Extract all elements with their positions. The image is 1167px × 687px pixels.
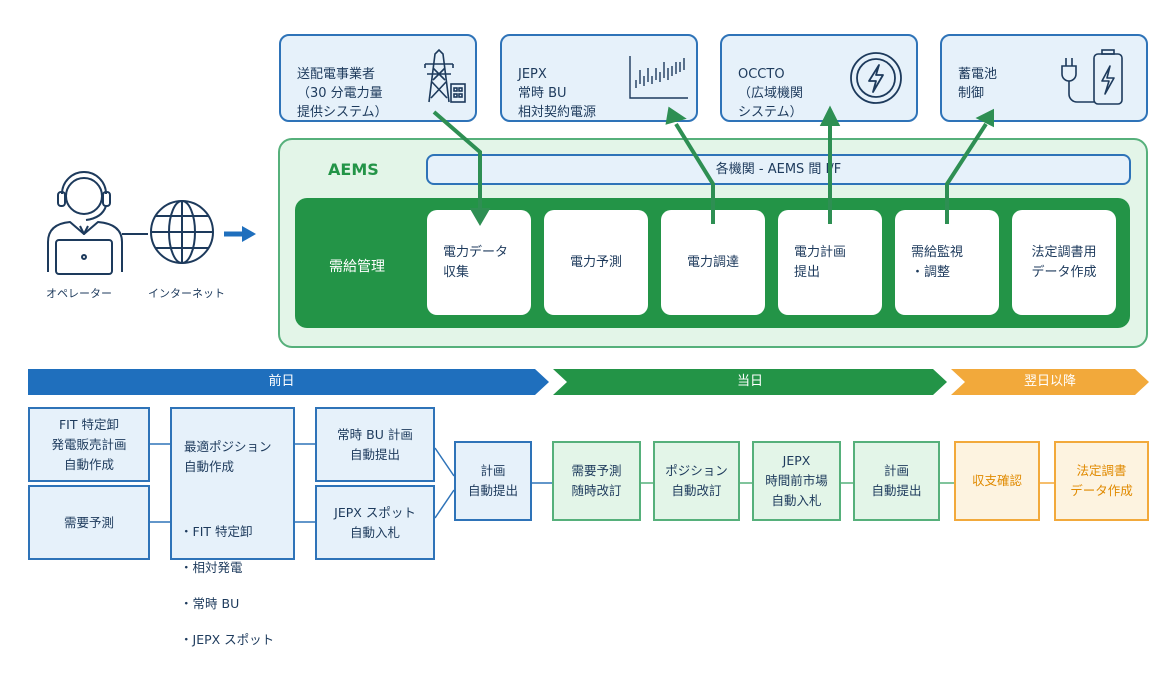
process-fit-plan: FIT 特定卸 発電販売計画 自動作成 [28, 407, 150, 482]
operator-icon [47, 171, 123, 275]
aems-title: AEMS [328, 160, 379, 179]
optimal-position-title: 最適ポジション 自動作成 [184, 439, 272, 474]
grid-operator-label: 送配電事業者 （30 分電力量 提供システム） [297, 67, 388, 120]
market-chart-icon [629, 56, 688, 99]
process-day-jepx: JEPX 時間前市場 自動入札 [752, 441, 841, 521]
supply-demand-label: 需給管理 [329, 259, 385, 275]
process-optimal-position: 最適ポジション 自動作成 FIT 特定卸 相対発電 常時 BU JEPX スポッ… [170, 407, 295, 647]
phase-label-after: 翌日以降 [1023, 374, 1076, 389]
optimal-position-item: 常時 BU [180, 595, 293, 613]
function-power-procurement: 電力調達 [661, 210, 765, 315]
battery-box: 蓄電池 制御 [940, 34, 1148, 122]
occto-box: OCCTO （広域機関 システム） [720, 34, 918, 122]
transmission-tower-icon [424, 48, 466, 103]
process-demand-forecast: 需要予測 [28, 485, 150, 560]
optimal-position-item: 相対発電 [180, 559, 293, 577]
globe-icon [150, 200, 214, 264]
battery-plug-icon [1061, 49, 1123, 105]
process-day-demand: 需要予測 随時改訂 [552, 441, 641, 521]
phase-label-same-day: 当日 [736, 374, 763, 389]
function-power-forecast: 電力予測 [544, 210, 648, 315]
process-day-plan: 計画 自動提出 [853, 441, 940, 521]
battery-label: 蓄電池 制御 [958, 67, 998, 101]
process-legal-report: 法定調書 データ作成 [1054, 441, 1149, 521]
interface-bar: 各機関 - AEMS 間 I/F [426, 154, 1131, 185]
process-day-position: ポジション 自動改訂 [653, 441, 740, 521]
optimal-position-item: FIT 特定卸 [180, 523, 293, 541]
connection-arrows [122, 226, 256, 242]
process-jepx-spot: JEPX スポット 自動入札 [315, 485, 435, 560]
phase-label-day-before: 前日 [268, 374, 295, 389]
occto-label: OCCTO （広域機関 システム） [738, 67, 804, 120]
internet-caption: インターネット [148, 287, 225, 300]
grid-operator-box: 送配電事業者 （30 分電力量 提供システム） [279, 34, 477, 122]
process-plan-submit: 計画 自動提出 [454, 441, 532, 521]
function-plan-submission: 電力計画 提出 [778, 210, 882, 315]
optimal-position-item: JEPX スポット [180, 631, 293, 649]
function-data-collection: 電力データ 収集 [427, 210, 531, 315]
lightning-circle-icon [850, 52, 902, 104]
process-balance-check: 収支確認 [954, 441, 1040, 521]
process-bu-plan: 常時 BU 計画 自動提出 [315, 407, 435, 482]
jepx-box: JEPX 常時 BU 相対契約電源 [500, 34, 698, 122]
operator-caption: オペレーター [46, 287, 112, 300]
function-legal-report: 法定調書用 データ作成 [1012, 210, 1116, 315]
jepx-label: JEPX 常時 BU 相対契約電源 [518, 67, 597, 120]
optimal-position-items: FIT 特定卸 相対発電 常時 BU JEPX スポット [180, 505, 293, 667]
function-monitoring: 需給監視 ・調整 [895, 210, 999, 315]
